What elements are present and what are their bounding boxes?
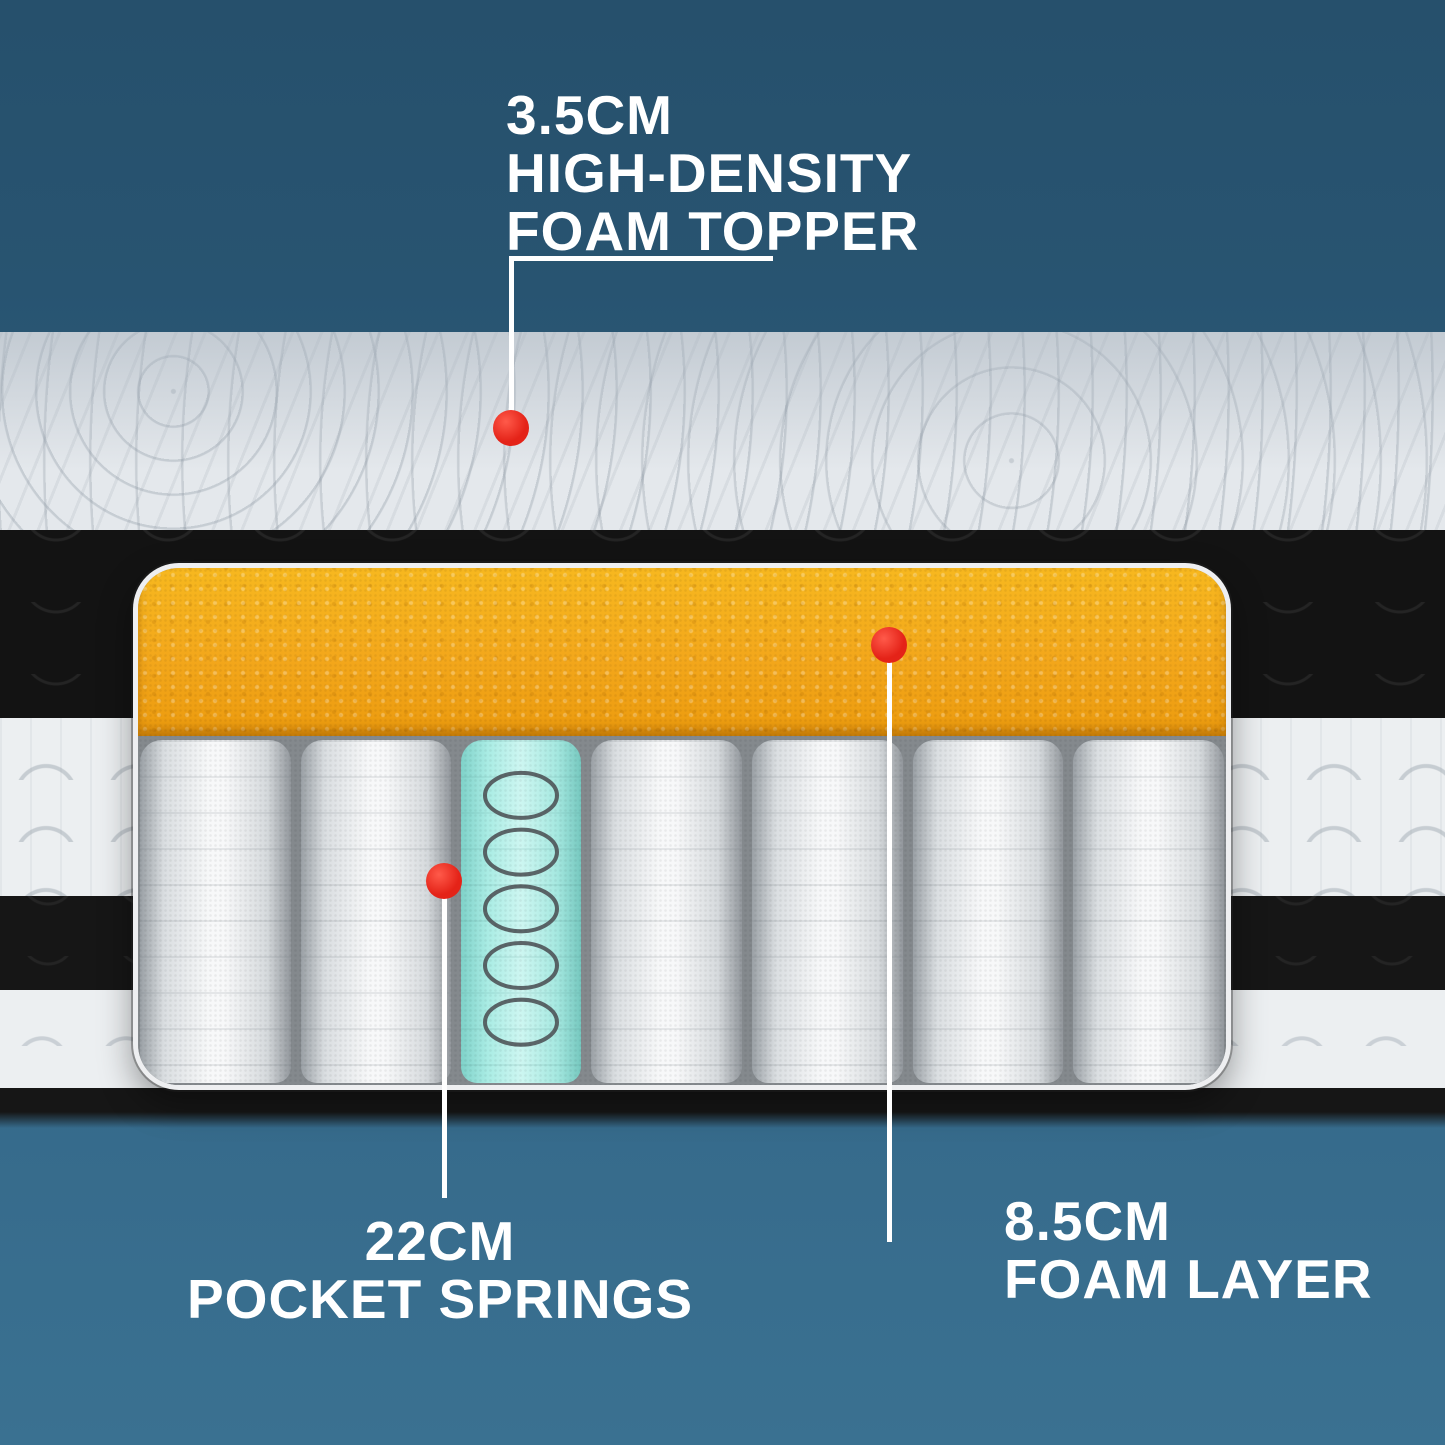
pocket-springs-label: 22CM POCKET SPRINGS <box>160 1212 720 1328</box>
callout-line-topper-vertical <box>509 256 514 428</box>
spring-coil-icon <box>483 770 560 1047</box>
foam-topper-text-line2: HIGH-DENSITY <box>506 142 913 204</box>
mattress-bottom-edge <box>0 1088 1445 1128</box>
foam-layer-text: FOAM LAYER <box>1004 1248 1373 1310</box>
callout-dot-pocket-springs <box>426 863 462 899</box>
spring-pocket <box>300 740 452 1083</box>
pocket-springs-text: POCKET SPRINGS <box>186 1268 694 1330</box>
cutaway-panel <box>133 563 1231 1090</box>
foam-layer-size: 8.5CM <box>1004 1190 1171 1252</box>
callout-line-springs-vertical <box>442 896 447 1198</box>
spring-pocket <box>912 740 1064 1083</box>
spring-pocket <box>752 740 903 1083</box>
callout-dot-foam-topper <box>493 410 529 446</box>
foam-topper-size: 3.5CM <box>506 84 673 146</box>
foam-layer-label: 8.5CM FOAM LAYER <box>1004 1192 1373 1308</box>
pocket-springs-size: 22CM <box>364 1210 516 1272</box>
callout-line-topper-horizontal <box>509 256 773 261</box>
foam-topper-text-line3: FOAM TOPPER <box>506 200 920 262</box>
foam-topper-label: 3.5CM HIGH-DENSITY FOAM TOPPER <box>506 86 919 260</box>
mattress-top-surface <box>0 332 1445 530</box>
foam-layer <box>138 568 1226 736</box>
callout-line-foam-vertical <box>887 660 892 1242</box>
callout-dot-foam-layer <box>871 627 907 663</box>
spring-pocket <box>140 740 291 1083</box>
spring-pocket-highlighted <box>461 740 582 1083</box>
pocket-springs-row <box>138 736 1226 1085</box>
spring-pocket <box>1073 740 1225 1083</box>
spring-pocket <box>591 740 743 1083</box>
